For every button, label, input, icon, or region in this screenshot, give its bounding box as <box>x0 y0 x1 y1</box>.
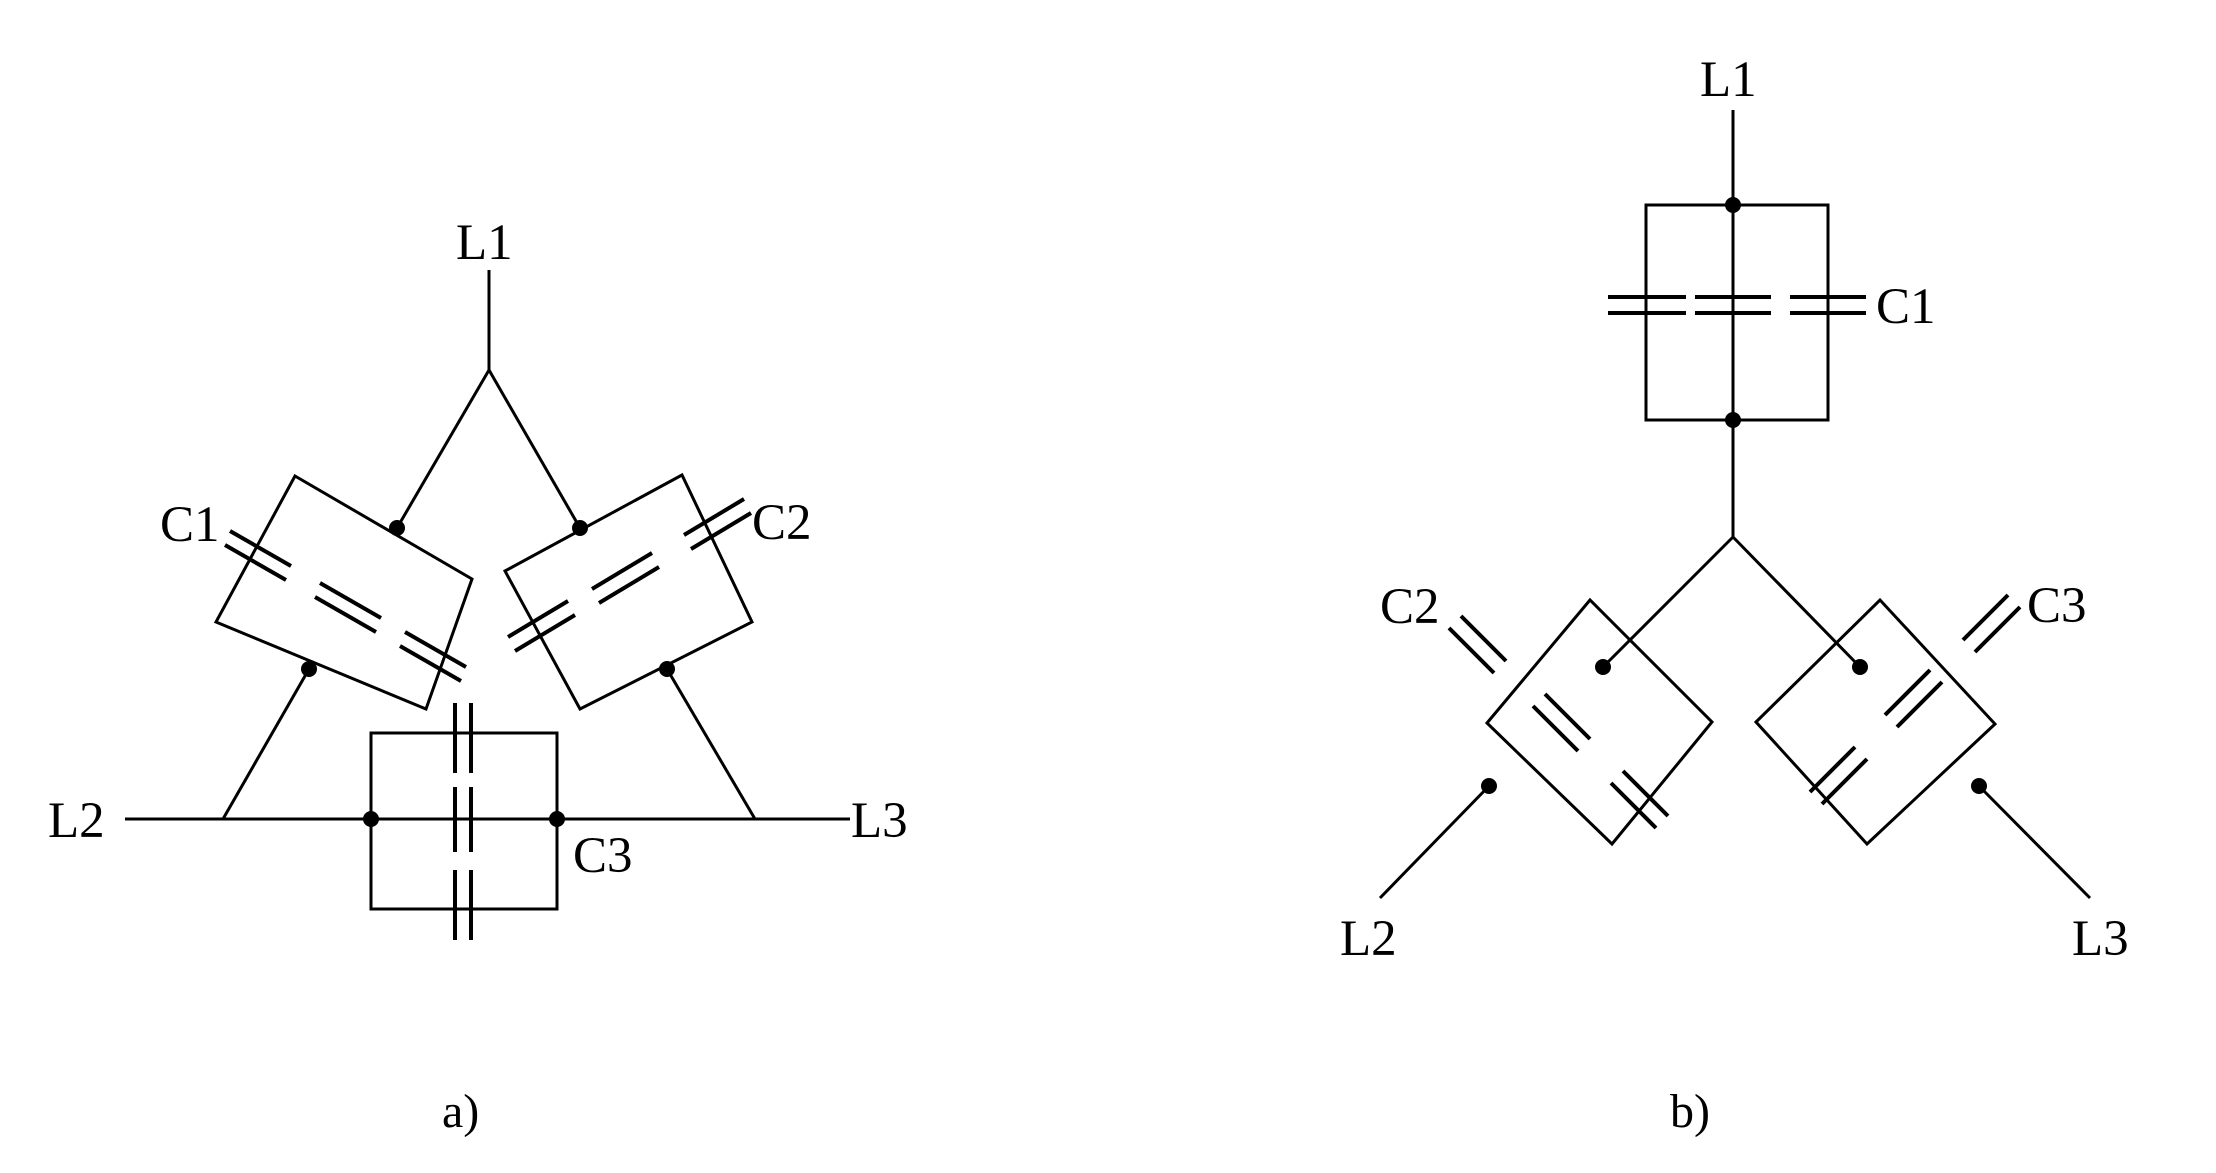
c2-plate-1a <box>506 599 570 639</box>
capacitor-bank-c1 <box>1608 197 1866 428</box>
c2-frame <box>1484 597 1715 847</box>
diagram-b-c2-label: C2 <box>1380 579 1440 635</box>
c2-node-top <box>572 520 588 536</box>
c1-node-bottom <box>301 661 317 677</box>
c1-node-top <box>1725 197 1741 213</box>
c2-frame <box>502 472 754 711</box>
c1-plate-2a <box>319 581 382 620</box>
diagram-a-l1-label: L1 <box>456 215 513 271</box>
c3-node-top <box>1852 659 1868 675</box>
c2-plate-3b <box>1621 769 1670 818</box>
c1-plate-3a <box>404 630 467 669</box>
c2-plate-2b <box>1543 692 1592 741</box>
c1-plate-2b <box>314 595 377 634</box>
delta-right-side-top <box>487 369 582 529</box>
diagram-b-l2-label: L2 <box>1340 911 1397 967</box>
star-left-branch <box>1601 535 1735 669</box>
c2-plate-3a <box>1609 781 1658 830</box>
c1-plate-1b <box>224 543 287 582</box>
l2-lead <box>1378 784 1491 900</box>
c1-node-top <box>389 520 405 536</box>
c1-frame <box>213 473 474 711</box>
c2-plate-1a <box>1447 626 1496 675</box>
diagram-a-c3-label: C3 <box>573 828 633 884</box>
delta-right-side-bottom <box>665 668 757 820</box>
c3-frame <box>369 731 559 911</box>
c3-plate-3b <box>1973 605 2022 654</box>
diagram-a-caption: a) <box>442 1085 479 1138</box>
delta-connection-diagram: L1 L2 L3 C1 C2 C3 a) <box>48 215 908 1138</box>
capacitor-bank-c1 <box>213 473 474 711</box>
c2-node-bottom <box>659 661 675 677</box>
delta-left-side-bottom <box>221 668 311 820</box>
c1-plate-3b <box>399 644 462 683</box>
star-connection-diagram: L1 C1 C2 C3 L2 L3 b) <box>1340 52 2129 1138</box>
diagram-b-c3-label: C3 <box>2027 578 2087 634</box>
c3-plate-1a <box>1808 745 1857 794</box>
c3-plate-2a <box>1883 668 1932 717</box>
diagram-b-caption: b) <box>1670 1085 1710 1138</box>
diagram-b-l1-label: L1 <box>1700 52 1757 108</box>
capacitor-bank-c2 <box>502 472 754 711</box>
c2-plate-1b <box>513 613 577 653</box>
c3-frame <box>1753 597 1998 847</box>
c3-plate-2b <box>1895 680 1944 729</box>
c3-plate-1b <box>1820 757 1869 806</box>
diagram-a-c1-label: C1 <box>160 497 220 553</box>
c1-plate-1a <box>229 529 292 568</box>
c2-plate-3b <box>689 511 753 551</box>
capacitor-bank-c3 <box>363 703 565 940</box>
c3-node-right <box>549 811 565 827</box>
c2-plate-2a <box>1531 704 1580 753</box>
diagram-a-l2-label: L2 <box>48 793 105 849</box>
c2-plate-1b <box>1459 614 1508 663</box>
capacitor-bank-c2 <box>1447 597 1715 847</box>
capacitor-bank-c3 <box>1753 593 2022 847</box>
diagram-a-c2-label: C2 <box>752 495 812 551</box>
c2-plate-2b <box>597 565 661 605</box>
c2-node-top <box>1595 659 1611 675</box>
delta-left-side-top <box>395 369 491 529</box>
c2-plate-3a <box>682 497 746 537</box>
l3-lead <box>1977 784 2092 900</box>
c3-node-left <box>363 811 379 827</box>
c2-plate-2a <box>590 551 654 591</box>
diagram-a-l3-label: L3 <box>851 793 908 849</box>
star-right-branch <box>1731 535 1862 669</box>
diagram-b-l3-label: L3 <box>2072 911 2129 967</box>
diagram-b-c1-label: C1 <box>1876 279 1936 335</box>
c3-plate-3a <box>1961 593 2010 642</box>
